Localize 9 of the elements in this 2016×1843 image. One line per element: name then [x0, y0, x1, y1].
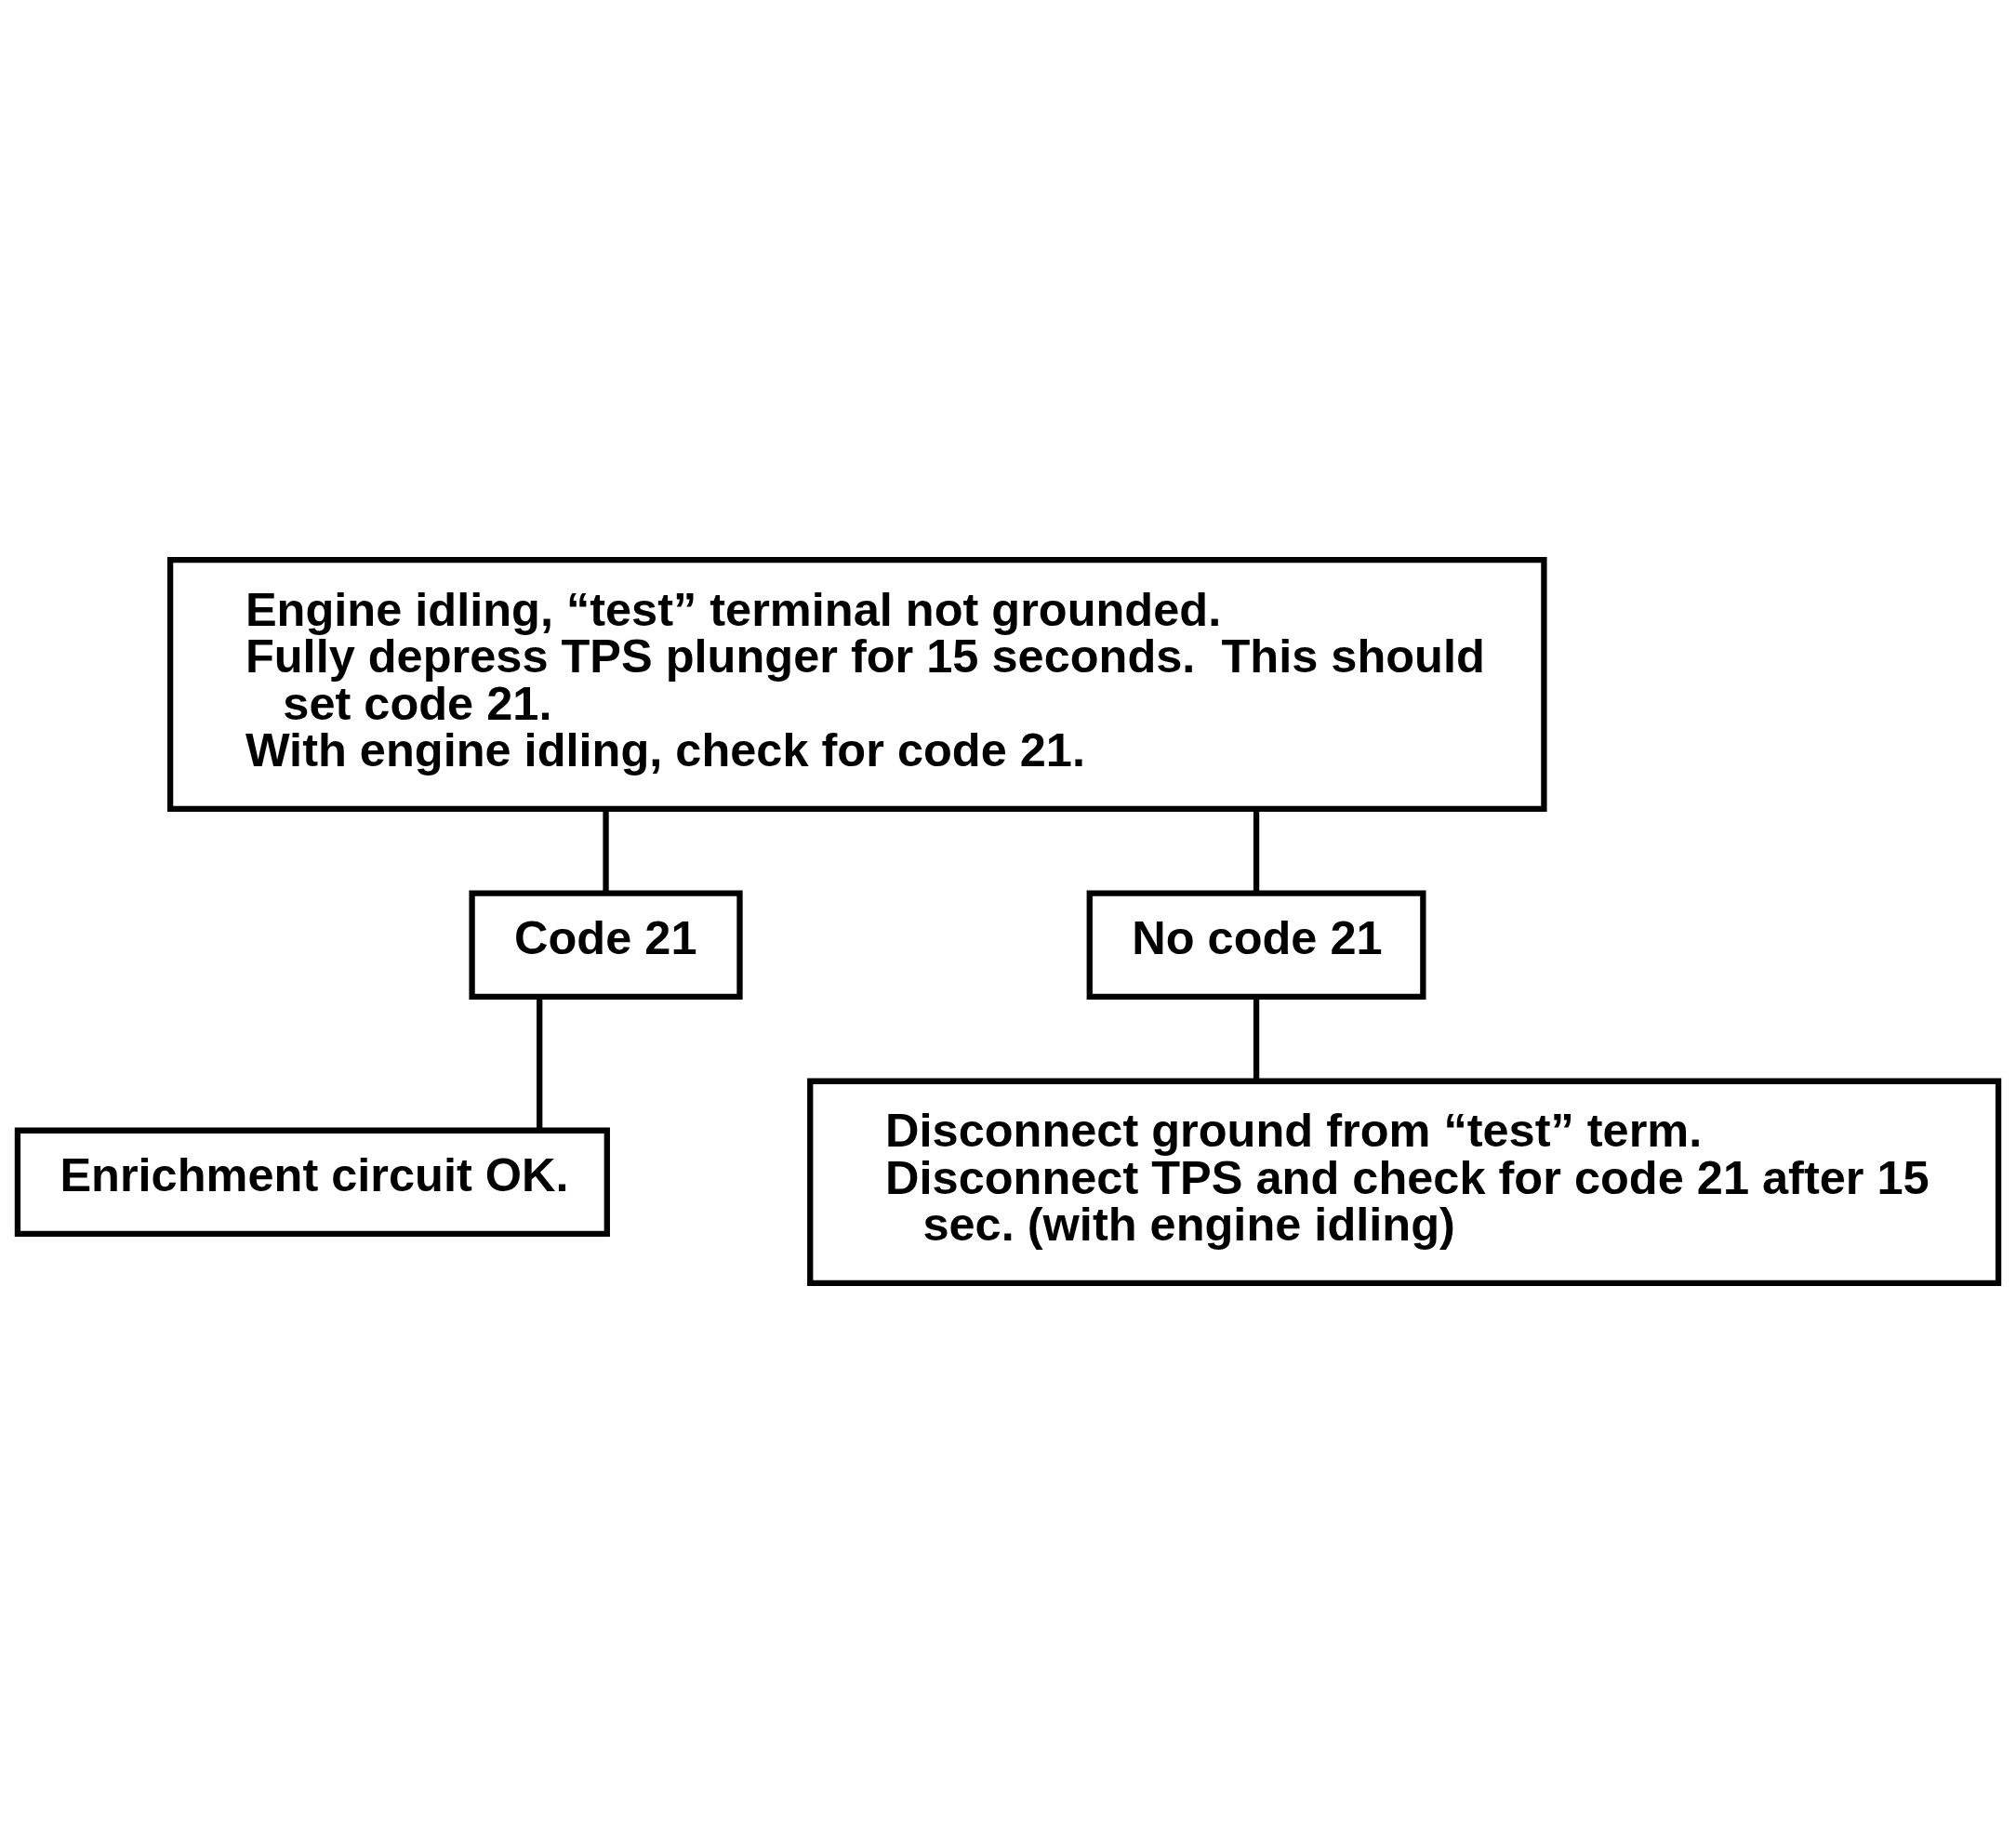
connector	[537, 997, 543, 1131]
connector	[603, 809, 609, 894]
node-box: Enrichment circuit OK.	[14, 1127, 610, 1238]
node-box: Engine idling, “test” terminal not grounded. Fully depress TPS plunger for 15 seconds. This should set code 21. With engine idling, check for code 21.	[166, 556, 1547, 812]
connector	[1253, 997, 1260, 1081]
node-box: Disconnect ground from “test” term. Disconnect TPS and check for code 21 after 15 sec. (with engine idling)	[807, 1078, 2002, 1287]
node-box: Code 21	[469, 890, 743, 1000]
node-box: No code 21	[1086, 890, 1426, 1000]
connector	[1253, 809, 1260, 894]
